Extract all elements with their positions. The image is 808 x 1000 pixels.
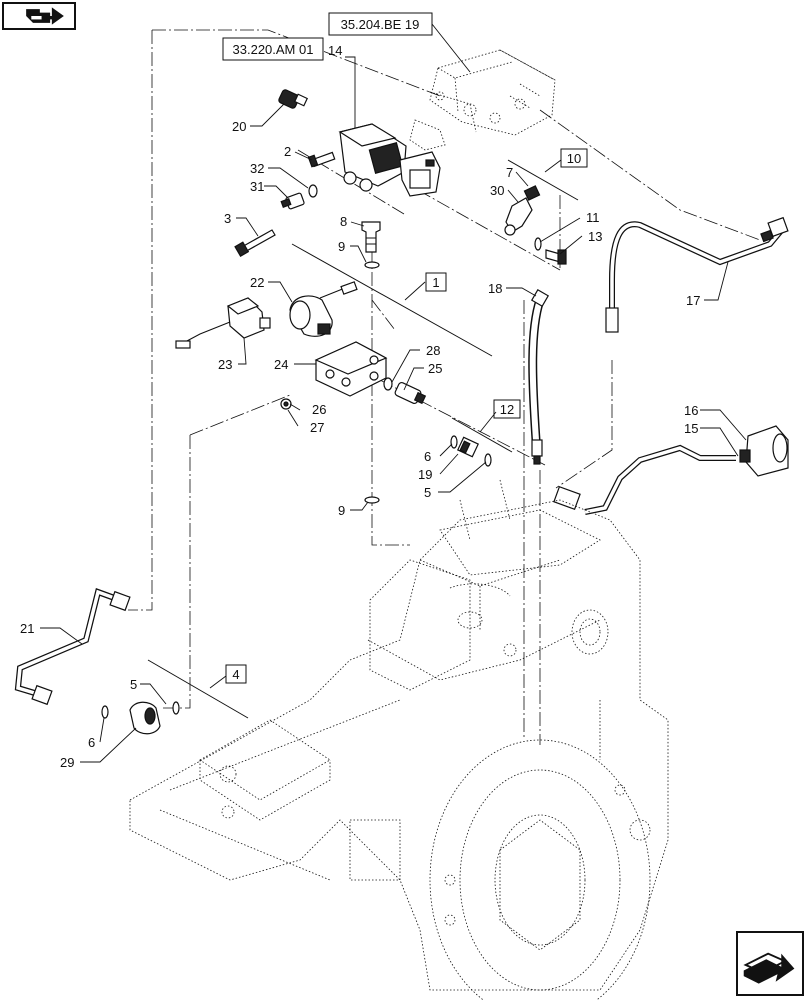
callout-13: 13: [588, 229, 602, 244]
washer-9-top: [364, 261, 380, 269]
callout-9-bottom: 9: [338, 503, 345, 518]
callout-numbers: 14 20 2 32 31 3 8 9 22 23 24 28 25 26 27…: [20, 43, 700, 770]
callout-31: 31: [250, 179, 264, 194]
adapter-19: [456, 436, 480, 458]
callout-26: 26: [312, 402, 326, 417]
callout-19: 19: [418, 467, 432, 482]
callout-8: 8: [340, 214, 347, 229]
callout-14: 14: [328, 43, 342, 58]
callout-22: 22: [250, 275, 264, 290]
callout-18: 18: [488, 281, 502, 296]
control-valve: [338, 123, 441, 197]
reference-code-top: 35.204.BE 19: [341, 17, 420, 32]
callout-2: 2: [284, 144, 291, 159]
plug-26-27: [280, 398, 292, 410]
svg-text:12: 12: [500, 402, 514, 417]
seal-32: [308, 184, 318, 198]
group-label-1[interactable]: 1: [425, 272, 447, 292]
leader-lines: [40, 103, 747, 763]
washer-9-bottom: [364, 496, 380, 504]
next-page-button[interactable]: [736, 931, 804, 996]
solenoid-23: [175, 297, 271, 349]
callout-9-top: 9: [338, 239, 345, 254]
bolt-3: [234, 229, 276, 258]
callout-32: 32: [250, 161, 264, 176]
hose-18: [528, 288, 550, 465]
screw-2: [307, 151, 336, 168]
callout-5-mid: 5: [424, 485, 431, 500]
seal-5-bottom: [172, 701, 180, 715]
fitting-20: [278, 89, 309, 109]
pipe-17: [605, 216, 789, 333]
callout-30: 30: [490, 183, 504, 198]
seal-11: [534, 237, 542, 251]
cap-7: [523, 185, 541, 201]
svg-text:10: 10: [567, 151, 581, 166]
callout-6-mid: 6: [424, 449, 431, 464]
pipe-21: [14, 588, 131, 706]
valve-block-24: [314, 341, 388, 397]
coupler-16: [739, 425, 789, 477]
callout-15: 15: [684, 421, 698, 436]
valve-bank: [409, 49, 556, 151]
seal-28: [383, 377, 393, 391]
svg-text:1: 1: [432, 275, 439, 290]
callout-29: 29: [60, 755, 74, 770]
next-page-arrow-icon: [743, 952, 795, 984]
callout-25: 25: [428, 361, 442, 376]
callout-6-bottom: 6: [88, 735, 95, 750]
reference-code-valve: 33.220.AM 01: [233, 42, 314, 57]
elbow-29: [129, 701, 161, 735]
callout-7: 7: [506, 165, 513, 180]
seal-6-bottom: [101, 705, 109, 719]
solenoid-coil-22: [289, 281, 358, 337]
callout-3: 3: [224, 211, 231, 226]
group-label-4[interactable]: 4: [225, 664, 247, 684]
previous-page-arrow-icon: [26, 7, 64, 25]
callout-5-bottom: 5: [130, 677, 137, 692]
reference-box-valve[interactable]: 33.220.AM 01: [222, 37, 324, 61]
seal-5-mid: [484, 453, 492, 467]
seal-6-mid: [450, 435, 458, 449]
elbow-30: [504, 197, 533, 236]
callout-27: 27: [310, 420, 324, 435]
hydraulic-line-15: [553, 444, 736, 515]
reference-box-top[interactable]: 35.204.BE 19: [328, 12, 433, 36]
group-label-10[interactable]: 10: [560, 148, 588, 168]
callout-23: 23: [218, 357, 232, 372]
callout-16: 16: [684, 403, 698, 418]
callout-11: 11: [586, 210, 600, 225]
bolt-13: [545, 249, 567, 265]
banjo-bolt-8: [361, 221, 381, 253]
callout-28: 28: [426, 343, 440, 358]
callout-21: 21: [20, 621, 34, 636]
transmission-housing: [129, 479, 669, 1000]
group-label-12[interactable]: 12: [493, 399, 521, 419]
sensor-25: [394, 381, 427, 405]
callout-17: 17: [686, 293, 700, 308]
plug-31: [280, 192, 305, 210]
callout-20: 20: [232, 119, 246, 134]
svg-text:4: 4: [232, 667, 239, 682]
previous-page-button[interactable]: [2, 2, 76, 30]
callout-24: 24: [274, 357, 288, 372]
assembly-centerlines: [128, 29, 761, 745]
